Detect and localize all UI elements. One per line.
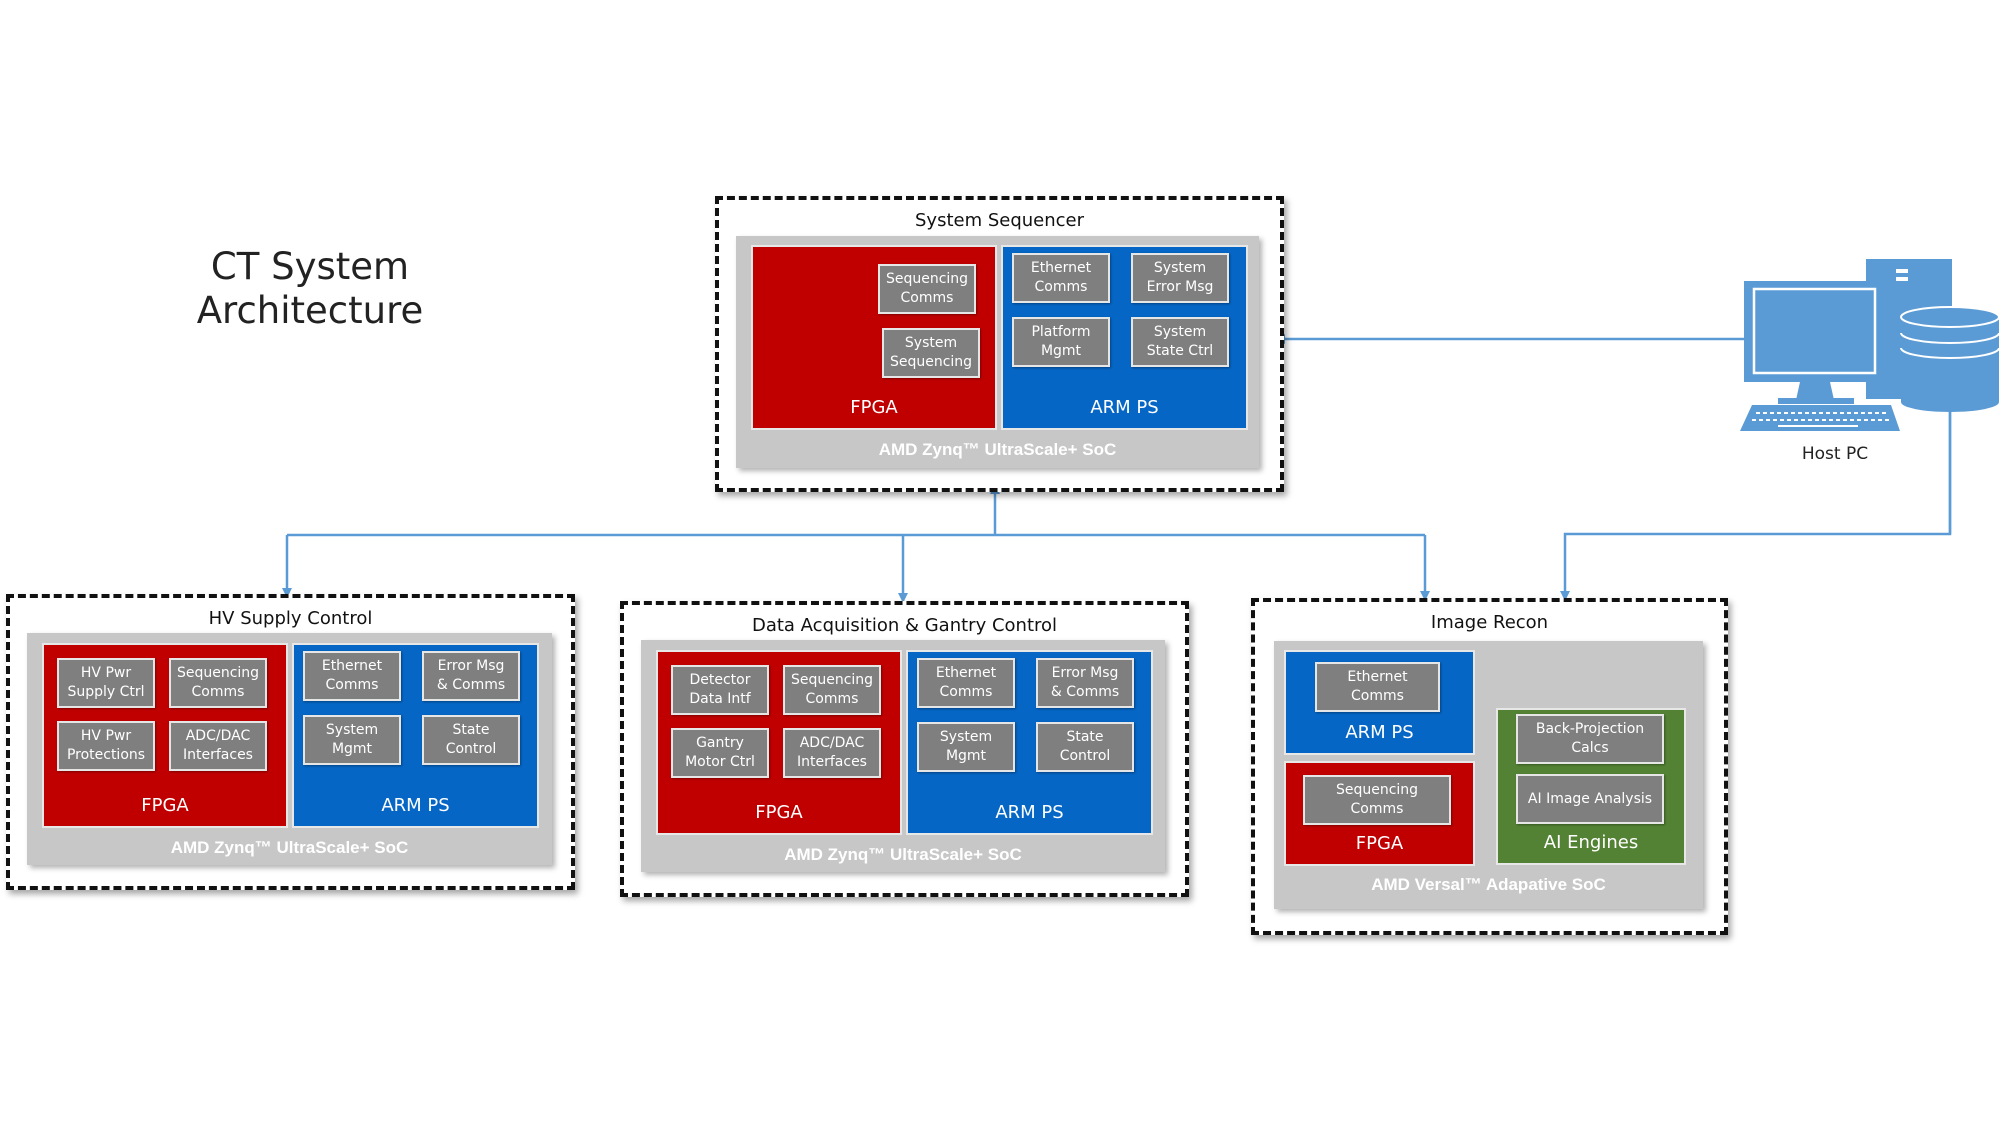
module-ai-image-analysis: AI Image Analysis <box>1516 774 1664 824</box>
arm-region: Ethernet Comms Error Msg & Comms System … <box>906 650 1153 835</box>
module-back-projection-calcs: Back-Projection Calcs <box>1516 714 1664 764</box>
desktop-computer-database-icon <box>1740 259 2000 431</box>
module-error-msg-comms: Error Msg & Comms <box>422 651 520 701</box>
module-system-mgmt: System Mgmt <box>303 715 401 765</box>
image-recon-block: Image Recon Ethernet Comms ARM PS Sequen… <box>1251 598 1728 935</box>
page-title: CT System Architecture <box>196 245 424 332</box>
module-sequencing-comms: Sequencing Comms <box>783 665 881 715</box>
data-acq-label: Data Acquisition & Gantry Control <box>751 615 1058 636</box>
fpga-region: HV Pwr Supply Ctrl Sequencing Comms HV P… <box>42 643 288 828</box>
system-sequencer-block: System Sequencer Sequencing Comms System… <box>715 196 1284 492</box>
data-acquisition-block: Data Acquisition & Gantry Control Detect… <box>620 601 1189 897</box>
module-hv-pwr-supply-ctrl: HV Pwr Supply Ctrl <box>57 658 155 708</box>
module-adc-dac-interfaces: ADC/DAC Interfaces <box>783 728 881 778</box>
soc-panel: Sequencing Comms System Sequencing FPGA … <box>736 236 1259 468</box>
system-sequencer-label: System Sequencer <box>914 210 1085 231</box>
module-ethernet-comms: Ethernet Comms <box>1012 253 1110 303</box>
fpga-label: FPGA <box>141 795 189 816</box>
module-system-mgmt: System Mgmt <box>917 722 1015 772</box>
module-system-error-msg: System Error Msg <box>1131 253 1229 303</box>
module-hv-pwr-protections: HV Pwr Protections <box>57 721 155 771</box>
module-sequencing-comms: Sequencing Comms <box>1303 775 1451 825</box>
module-detector-data-intf: Detector Data Intf <box>671 665 769 715</box>
host-pc-label: Host PC <box>1801 444 1869 464</box>
module-state-control: State Control <box>1036 722 1134 772</box>
module-state-control: State Control <box>422 715 520 765</box>
arm-region: Ethernet Comms System Error Msg Platform… <box>1001 245 1248 430</box>
soc-panel: Detector Data Intf Sequencing Comms Gant… <box>641 640 1165 872</box>
soc-label: AMD Zynq™ UltraScale+ SoC <box>784 845 1022 864</box>
image-recon-label: Image Recon <box>1430 612 1549 633</box>
soc-label: AMD Zynq™ UltraScale+ SoC <box>170 838 409 857</box>
module-sequencing-comms: Sequencing Comms <box>169 658 267 708</box>
soc-label: AMD Versal™ Adapative SoC <box>1371 875 1606 894</box>
arm-region: Ethernet Comms ARM PS <box>1284 650 1475 755</box>
module-platform-mgmt: Platform Mgmt <box>1012 317 1110 367</box>
module-ethernet-comms: Ethernet Comms <box>917 658 1015 708</box>
arm-label: ARM PS <box>1090 397 1159 418</box>
soc-label: AMD Zynq™ UltraScale+ SoC <box>878 440 1117 459</box>
module-adc-dac-interfaces: ADC/DAC Interfaces <box>169 721 267 771</box>
fpga-region: Sequencing Comms FPGA <box>1284 761 1475 866</box>
ai-engines-region: Back-Projection Calcs AI Image Analysis … <box>1496 708 1686 865</box>
fpga-label: FPGA <box>1355 833 1404 854</box>
fpga-region: Sequencing Comms System Sequencing FPGA <box>751 245 997 430</box>
ai-engines-label: AI Engines <box>1543 832 1639 853</box>
module-error-msg-comms: Error Msg & Comms <box>1036 658 1134 708</box>
module-system-state-ctrl: System State Ctrl <box>1131 317 1229 367</box>
module-gantry-motor-ctrl: Gantry Motor Ctrl <box>671 728 769 778</box>
fpga-label: FPGA <box>755 802 803 823</box>
module-system-sequencing: System Sequencing <box>882 328 980 378</box>
arm-label: ARM PS <box>995 802 1064 823</box>
fpga-region: Detector Data Intf Sequencing Comms Gant… <box>656 650 902 835</box>
arm-region: Ethernet Comms Error Msg & Comms System … <box>292 643 539 828</box>
module-ethernet-comms: Ethernet Comms <box>303 651 401 701</box>
arm-label: ARM PS <box>381 795 450 816</box>
module-ethernet-comms: Ethernet Comms <box>1315 662 1440 712</box>
fpga-label: FPGA <box>850 397 898 418</box>
hv-supply-control-block: HV Supply Control HV Pwr Supply Ctrl Seq… <box>6 594 575 890</box>
soc-panel: Ethernet Comms ARM PS Sequencing Comms F… <box>1274 641 1703 909</box>
module-sequencing-comms: Sequencing Comms <box>878 264 976 314</box>
hv-supply-label: HV Supply Control <box>208 608 373 629</box>
arm-label: ARM PS <box>1345 722 1414 743</box>
soc-panel: HV Pwr Supply Ctrl Sequencing Comms HV P… <box>27 633 552 865</box>
